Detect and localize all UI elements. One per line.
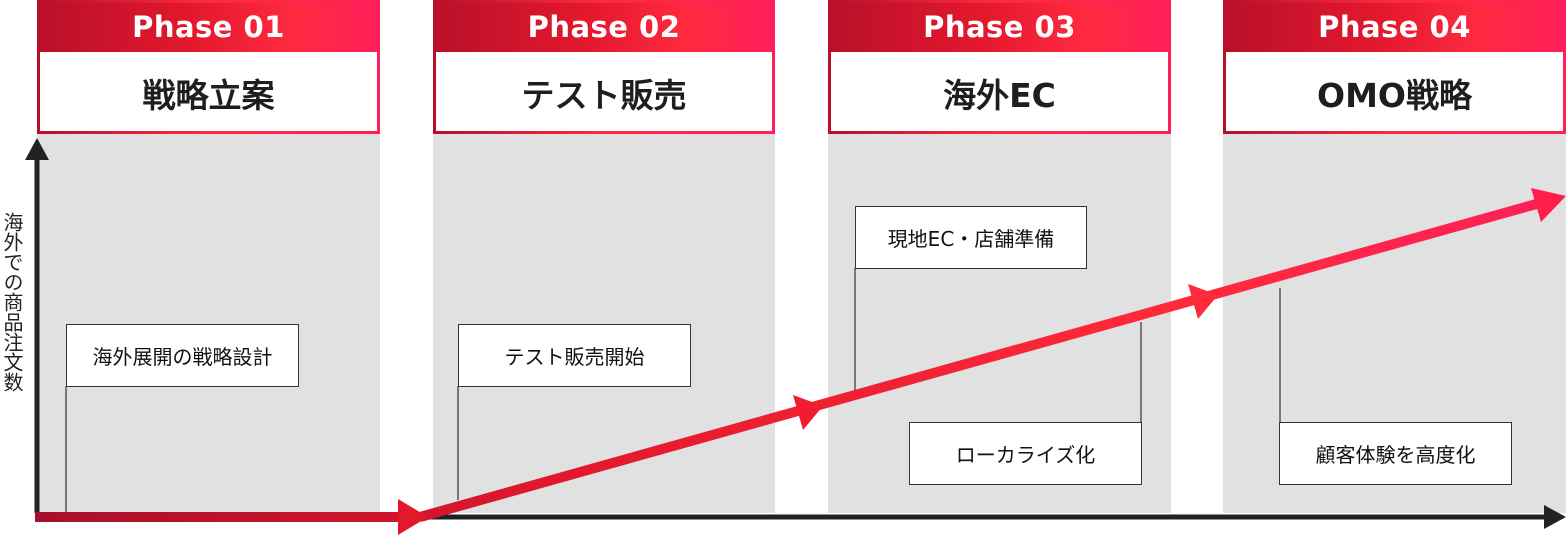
growth-trend-arrow <box>35 188 1566 535</box>
x-axis-arrowhead <box>1544 505 1566 529</box>
milestone-local-ec-store-prep: 現地EC・店舗準備 <box>855 206 1087 269</box>
trend-arrowhead <box>1531 188 1566 222</box>
milestone-customer-experience: 顧客体験を高度化 <box>1279 422 1512 485</box>
phase-card-1 <box>37 0 380 134</box>
phase-card-3 <box>828 0 1171 134</box>
y-axis-arrowhead <box>25 138 49 160</box>
milestone-localization: ローカライズ化 <box>909 422 1142 485</box>
milestone-strategy-design: 海外展開の戦略設計 <box>66 324 299 387</box>
phase-card-2 <box>433 0 775 134</box>
trend-chevron-2 <box>793 395 823 430</box>
trend-chevron-3 <box>1188 284 1218 319</box>
y-axis-label: 海外での商品注文数 <box>0 212 24 392</box>
trend-chevron-1 <box>398 499 428 535</box>
milestone-test-sales-start: テスト販売開始 <box>458 324 691 387</box>
phase-card-4 <box>1223 0 1566 134</box>
